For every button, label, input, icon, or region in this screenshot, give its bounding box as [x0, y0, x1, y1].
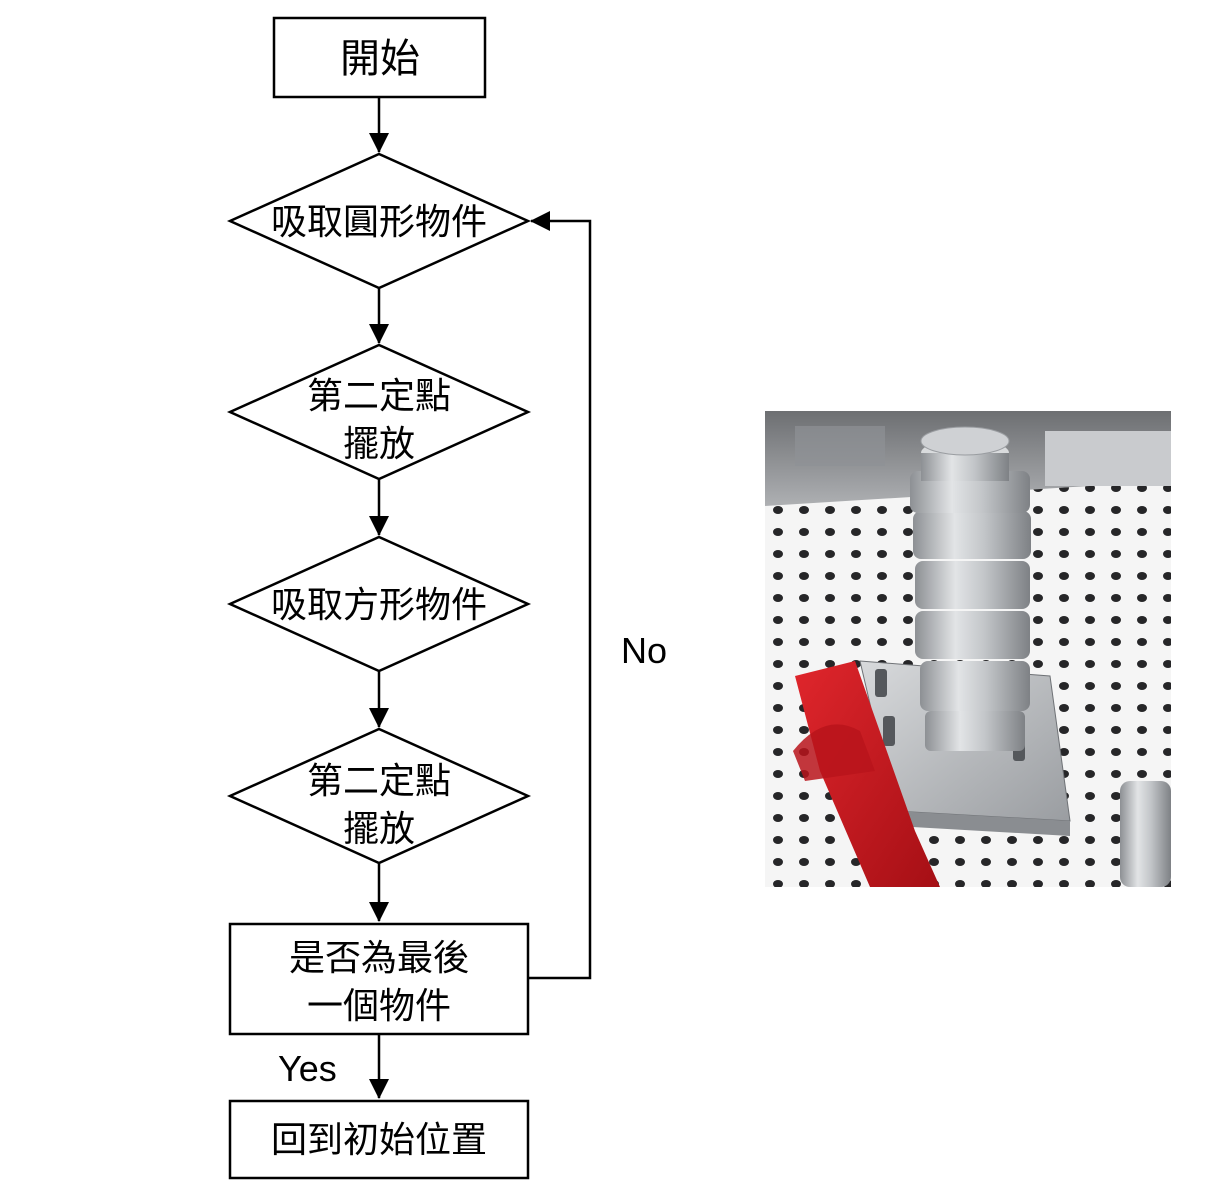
photo-illustration [765, 411, 1171, 887]
step1-label: 吸取圓形物件 [271, 202, 487, 243]
end-label: 回到初始位置 [271, 1120, 487, 1161]
decision-node [228, 922, 530, 1036]
end-node [228, 1099, 530, 1180]
edge-no-loop [528, 211, 592, 980]
start-node [272, 16, 487, 99]
step4-label-line2: 擺放 [343, 809, 415, 850]
step2-label-line1: 第二定點 [307, 376, 451, 417]
decision-label-line1: 是否為最後 [289, 938, 469, 979]
step4-label-line1: 第二定點 [307, 761, 451, 802]
decision-label-line2: 一個物件 [307, 986, 451, 1027]
stacked-parts-photo [765, 411, 1171, 887]
yes-label: Yes [278, 1048, 337, 1089]
start-label: 開始 [340, 36, 420, 82]
step3-label: 吸取方形物件 [271, 585, 487, 626]
no-label: No [621, 630, 667, 671]
step2-label-line2: 擺放 [343, 424, 415, 465]
